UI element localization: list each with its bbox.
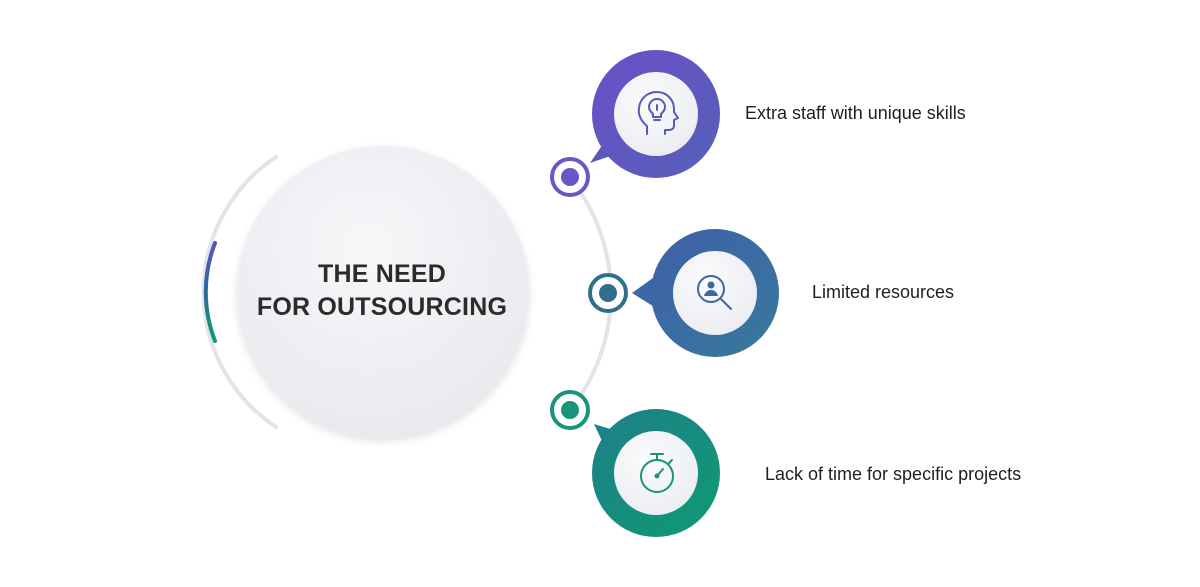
bubble-extra-staff <box>590 50 720 178</box>
main-title-line2: FOR OUTSOURCING <box>256 293 508 321</box>
label-limited-resources: Limited resources <box>812 282 955 302</box>
left-outer-arc <box>201 155 278 429</box>
central-disc <box>237 146 529 438</box>
left-accent-arc <box>203 241 217 343</box>
stopwatch-icon <box>640 453 674 493</box>
label-lack-of-time: Lack of time for specific projects <box>765 464 1022 484</box>
person-search-icon <box>697 275 732 310</box>
main-title: THE NEED FOR OUTSOURCING <box>240 258 524 324</box>
head-lightbulb-icon <box>637 91 679 135</box>
main-title-line1: THE NEED <box>317 260 446 288</box>
connector-dot-3 <box>550 390 590 430</box>
bubble-lack-of-time <box>592 409 720 537</box>
connector-dot-1 <box>550 157 590 197</box>
connector-dot-2 <box>588 273 628 313</box>
label-extra-staff: Extra staff with unique skills <box>745 103 966 123</box>
